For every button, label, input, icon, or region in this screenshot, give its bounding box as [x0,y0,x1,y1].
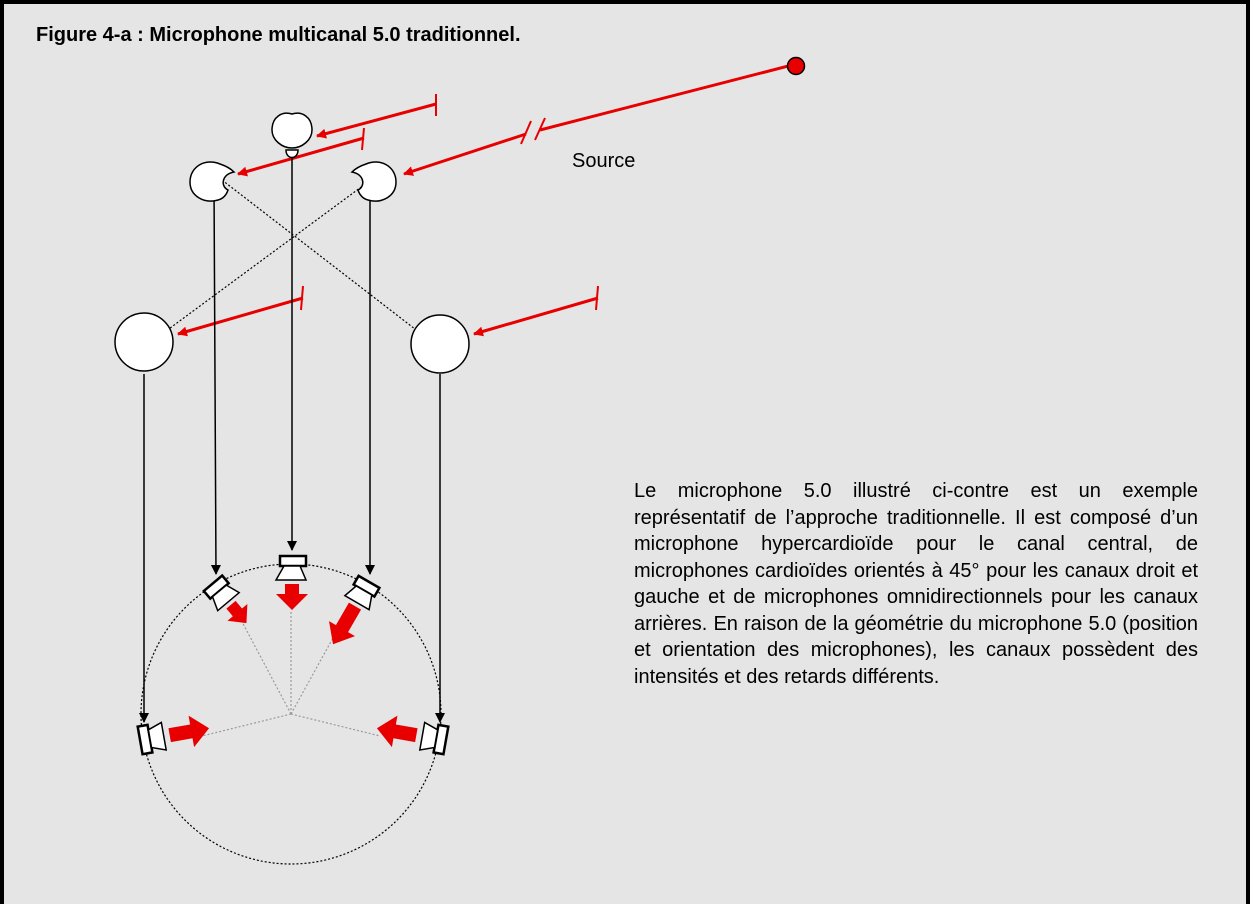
front-right-speaker [329,574,382,645]
incoming-sound-arrows [177,94,599,337]
hypercardioid-rear-lobe [285,149,299,159]
front-left-speaker [202,573,248,624]
center-speaker [274,554,308,610]
speaker-guide-lines [201,612,381,737]
cardioid-right-mic [350,161,397,202]
omni-rear-right-mic [410,314,470,374]
source-signal-path [403,62,797,176]
channel-signal-lines [139,154,445,723]
mic-array-connections [161,179,425,337]
source-label: Source [572,150,636,172]
omni-rear-left-mic [114,312,174,372]
microphone-diagram [114,56,806,865]
source-point [786,56,806,76]
cardioid-left-mic [189,161,236,202]
figure-description: Le microphone 5.0 illustré ci-contre est… [634,480,1198,688]
rear-left-speaker [136,715,210,756]
hypercardioid-center-mic [271,112,313,149]
rear-right-speaker [376,715,450,756]
figure-title: Figure 4-a : Microphone multicanal 5.0 t… [36,24,521,46]
